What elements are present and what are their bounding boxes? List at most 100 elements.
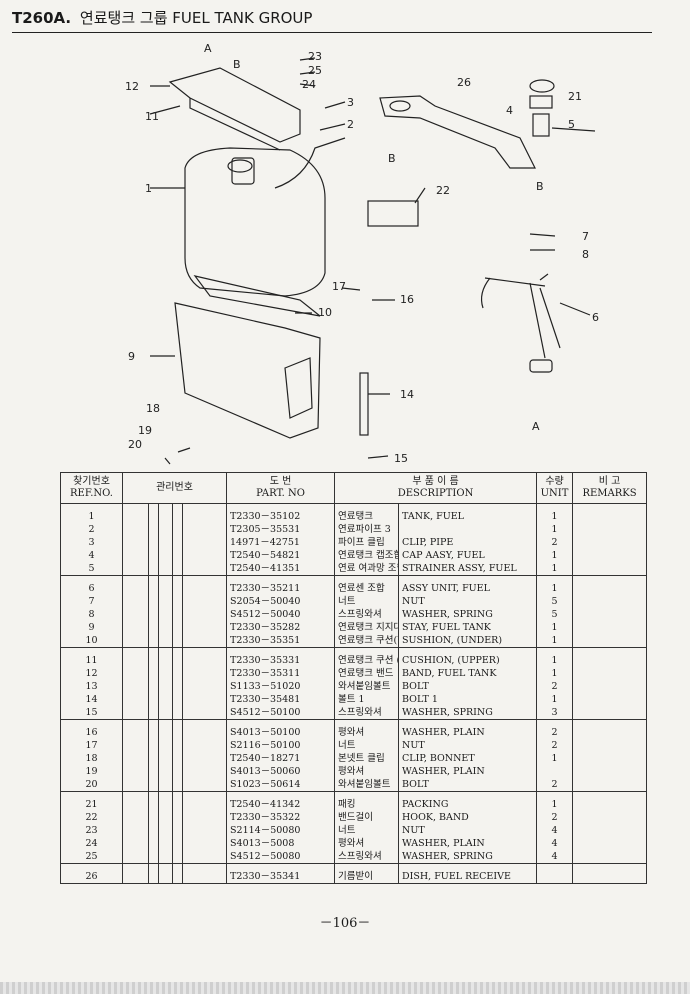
mgmt-cell [181,778,228,792]
mgmt-cell [181,647,228,667]
description-cell: ASSY UNIT, FUEL [398,575,538,595]
ref-cell: 2 [60,523,123,536]
mgmt-cell [181,562,228,576]
callout-a: A [204,42,212,55]
korean-name-cell: 연료파이프 3 [334,523,400,536]
remarks-cell [572,667,648,680]
korean-name-cell: 와셔붙임볼트 [334,778,400,792]
remarks-cell [572,562,648,576]
korean-name-cell: 연료 여과망 조합 [334,562,400,576]
mgmt-cell [122,549,149,562]
ref-cell: 5 [60,562,123,576]
callout-23: 23 [308,50,322,63]
mgmt-cell [172,621,183,634]
mgmt-cell [158,647,173,667]
remarks-cell [572,523,648,536]
mgmt-cell [148,863,159,884]
callout-22: 22 [436,184,450,197]
description-cell: WASHER, SPRING [398,850,538,864]
callout-19: 19 [138,424,152,437]
mgmt-cell [181,824,228,837]
callout-a-lower: A [532,420,540,433]
remarks-cell [572,634,648,648]
mgmt-cell [122,765,149,778]
unit-cell: 2 [536,536,574,549]
callout-8: 8 [582,248,589,261]
section-code: T260A. [12,9,72,27]
mgmt-cell [172,693,183,706]
mgmt-cell [122,739,149,752]
mgmt-cell [122,667,149,680]
mgmt-cell [172,595,183,608]
unit-cell: 1 [536,752,574,765]
remarks-cell [572,739,648,752]
unit-cell: 4 [536,837,574,850]
mgmt-cell [181,680,228,693]
callout-20: 20 [128,438,142,451]
mgmt-cell [158,837,173,850]
mgmt-cell [181,536,228,549]
ref-cell: 13 [60,680,123,693]
mgmt-cell [148,549,159,562]
unit-cell: 1 [536,621,574,634]
remarks-cell [572,647,648,667]
korean-name-cell: 너트 [334,824,400,837]
description-cell: HOOK, BAND [398,811,538,824]
mgmt-cell [158,765,173,778]
part-number-cell: T2330－35331 [226,647,336,667]
mgmt-cell [172,575,183,595]
mgmt-cell [158,791,173,811]
korean-name-cell: 연료탱크 쿠션(하) [334,634,400,648]
unit-cell: 5 [536,608,574,621]
callout-24: 24 [302,78,316,91]
mgmt-cell [148,837,159,850]
mgmt-cell [148,523,159,536]
mgmt-cell [122,595,149,608]
mgmt-cell [158,824,173,837]
remarks-cell [572,595,648,608]
callout-3: 3 [347,96,354,109]
mgmt-cell [172,536,183,549]
korean-name-cell: 밴드걸이 [334,811,400,824]
part-number-cell: T2330－35481 [226,693,336,706]
mgmt-cell [172,549,183,562]
unit-cell: 2 [536,719,574,739]
part-number-cell: T2330－35351 [226,634,336,648]
ref-cell: 25 [60,850,123,864]
korean-name-cell: 연료탱크 쿠션 (상) [334,647,400,667]
mgmt-cell [158,752,173,765]
mgmt-cell [158,621,173,634]
ref-cell: 24 [60,837,123,850]
ref-cell: 18 [60,752,123,765]
part-number-cell: T2540－41342 [226,791,336,811]
part-number-cell: S4512－50040 [226,608,336,621]
mgmt-cell [148,608,159,621]
callout-14: 14 [400,388,414,401]
mgmt-cell [122,693,149,706]
unit-cell: 1 [536,791,574,811]
mgmt-cell [158,575,173,595]
mgmt-cell [172,647,183,667]
description-cell: CLIP, PIPE [398,536,538,549]
mgmt-cell [181,719,228,739]
mgmt-cell [122,503,149,523]
mgmt-cell [158,719,173,739]
ref-cell: 6 [60,575,123,595]
callout-7: 7 [582,230,589,243]
description-cell: WASHER, SPRING [398,706,538,720]
part-number-cell: T2330－35211 [226,575,336,595]
remarks-cell [572,680,648,693]
description-cell: CLIP, BONNET [398,752,538,765]
mgmt-cell [148,739,159,752]
unit-cell: 4 [536,824,574,837]
